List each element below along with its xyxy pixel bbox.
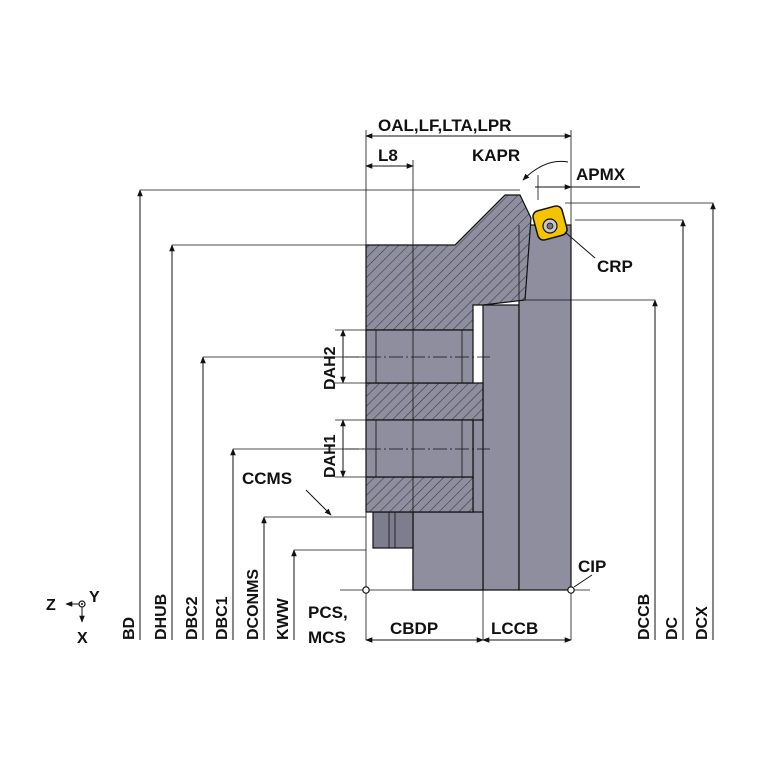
axis-z-label: Z: [46, 597, 56, 614]
label-apmx: APMX: [576, 165, 626, 184]
label-cbdp: CBDP: [390, 619, 438, 638]
label-kww: KWW: [275, 597, 292, 640]
insert: [532, 205, 568, 241]
label-cip: CIP: [578, 557, 606, 576]
label-crp: CRP: [597, 257, 633, 276]
label-dhub: DHUB: [153, 594, 170, 640]
label-mcs: MCS: [308, 628, 346, 647]
label-dconms: DCONMS: [245, 569, 262, 640]
body-bottom-step: [412, 511, 484, 591]
label-dbc2: DBC2: [184, 596, 201, 640]
label-pcs: PCS,: [308, 603, 348, 622]
section-lower: [365, 476, 474, 513]
bore-upper: [365, 329, 474, 384]
label-dc: DC: [664, 616, 681, 640]
label-lccb: LCCB: [491, 619, 538, 638]
key-slot: [372, 511, 414, 549]
label-dah2: DAH2: [322, 346, 339, 390]
axis-symbol: Z Y X: [46, 589, 100, 647]
cip-point: [567, 586, 575, 594]
label-dccb: DCCB: [636, 594, 653, 640]
label-dbc1: DBC1: [214, 596, 231, 640]
label-oal: OAL,LF,LTA,LPR: [378, 116, 511, 135]
hatched-section: [345, 194, 532, 590]
label-l8: L8: [378, 146, 398, 165]
axis-x-label: X: [77, 630, 88, 647]
pcs-point: [362, 586, 370, 594]
bore-lower: [365, 419, 474, 478]
label-dcx: DCX: [694, 606, 711, 640]
label-ccms: CCMS: [242, 469, 292, 488]
section-middle: [365, 382, 484, 421]
label-bd: BD: [121, 617, 138, 640]
axis-y-label: Y: [89, 589, 100, 606]
label-kapr: KAPR: [472, 146, 520, 165]
label-dah1: DAH1: [322, 434, 339, 478]
